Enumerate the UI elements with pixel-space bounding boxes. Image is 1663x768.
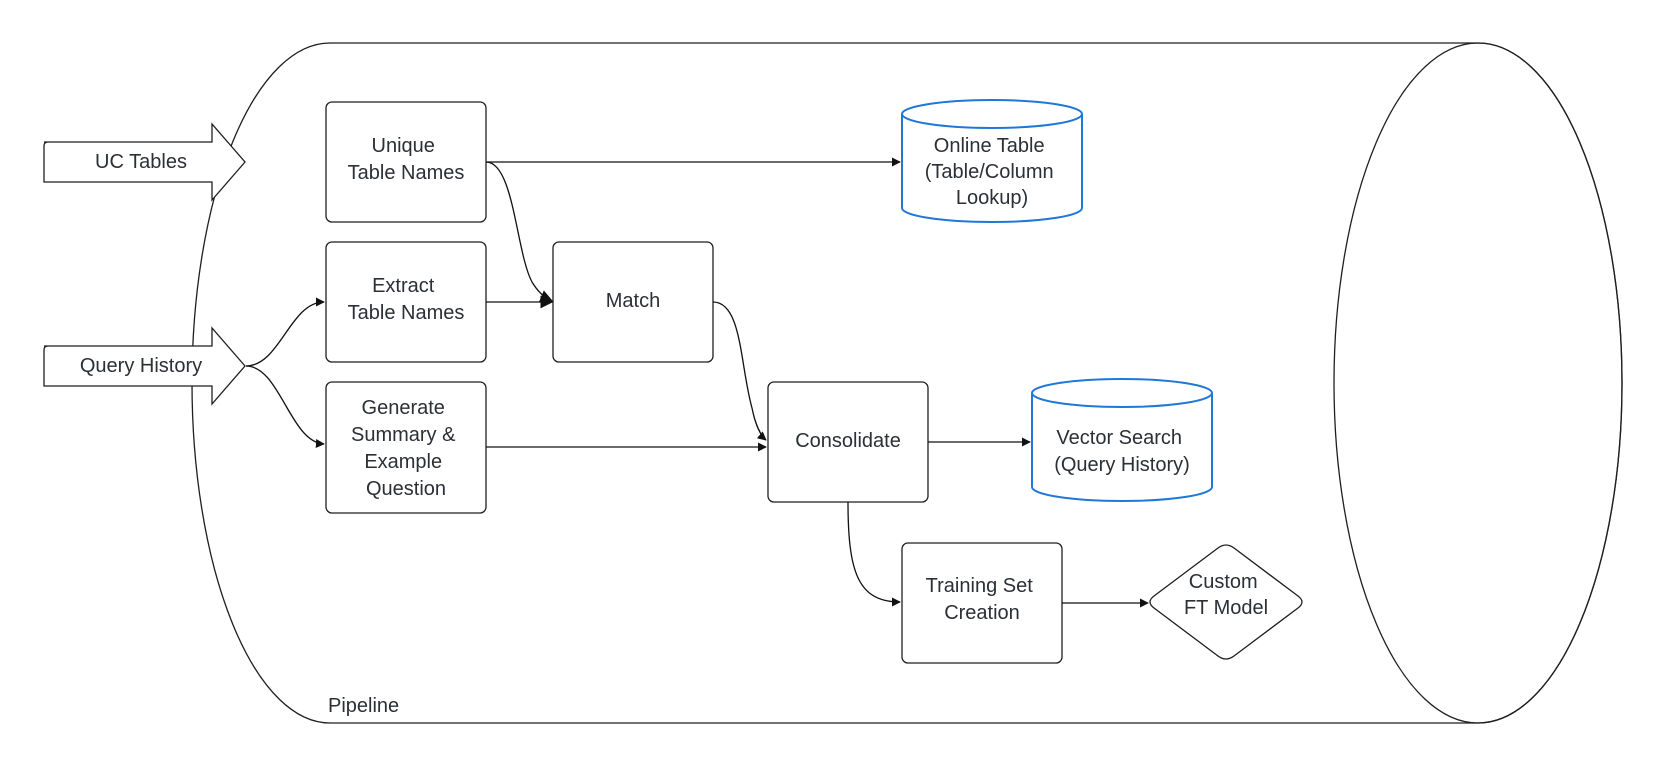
training-set-creation-node: Training Set Creation	[901, 542, 1063, 664]
generate-summary-node: Generate Summary & Example Question	[325, 381, 487, 514]
online-table-line: Online Table	[934, 135, 1045, 157]
svg-text:Training Set Creation: Training Set Creation	[926, 575, 1039, 624]
svg-text:Vector Search (Query His: Vector Search (Query History)	[1054, 427, 1190, 476]
unique-table-names-node: Unique Table Names	[325, 101, 487, 223]
edge-match-to-consolidate	[712, 301, 767, 441]
query-history-input: Query History	[43, 326, 246, 406]
match-node: Match	[552, 241, 714, 363]
edge-query-history-to-generate	[245, 365, 325, 448]
unique-table-names-line: Table Names	[348, 162, 465, 184]
vector-search-line: (Query History)	[1054, 454, 1190, 476]
uc-tables-label: UC Tables	[95, 151, 187, 173]
custom-ft-model-line: FT Model	[1184, 597, 1268, 619]
generate-summary-line: Generate	[362, 397, 445, 419]
svg-text:Extract Table Names: Extract Table Names	[348, 275, 465, 324]
pipeline-end-cap	[1333, 42, 1623, 724]
svg-text:Generate Summary &: Generate Summary & Example Question	[351, 397, 461, 500]
consolidate-line: Consolidate	[795, 430, 901, 452]
pipeline-label: Pipeline	[328, 695, 399, 717]
match-line: Match	[606, 290, 660, 312]
svg-text:Consolidate: Consolidate	[795, 430, 901, 452]
custom-ft-model-node: Custom FT Model	[1149, 544, 1303, 660]
unique-table-names-line: Unique	[372, 135, 435, 157]
svg-text:Custom FT Model: Custom FT Model	[1184, 571, 1268, 619]
consolidate-node: Consolidate	[767, 381, 929, 503]
edge-consolidate-to-training-set	[847, 501, 901, 607]
custom-ft-model-line: Custom	[1189, 571, 1258, 593]
edge-query-history-to-extract	[245, 297, 325, 367]
generate-summary-line: Summary &	[351, 424, 456, 446]
extract-table-names-line: Extract	[372, 275, 435, 297]
extract-table-names-line: Table Names	[348, 302, 465, 324]
svg-text:Unique Table Names: Unique Table Names	[348, 135, 465, 184]
svg-text:Match: Match	[606, 290, 660, 312]
generate-summary-line: Example	[364, 451, 442, 473]
online-table-datastore: Online Table (Table/Column Lookup)	[901, 99, 1083, 223]
uc-tables-input: UC Tables	[43, 122, 246, 202]
extract-table-names-node: Extract Table Names	[325, 241, 487, 363]
vector-search-line: Vector Search	[1056, 427, 1182, 449]
connectors	[245, 157, 1149, 608]
generate-summary-line: Question	[366, 478, 446, 500]
svg-text:Online Table (Table/Colu: Online Table (Table/Column Lookup)	[925, 135, 1060, 209]
online-table-line: (Table/Column	[925, 161, 1054, 183]
vector-search-datastore: Vector Search (Query History)	[1031, 378, 1213, 502]
training-set-creation-line: Creation	[944, 602, 1020, 624]
query-history-label: Query History	[80, 355, 202, 377]
training-set-creation-line: Training Set	[926, 575, 1034, 597]
online-table-line: Lookup)	[956, 187, 1028, 209]
